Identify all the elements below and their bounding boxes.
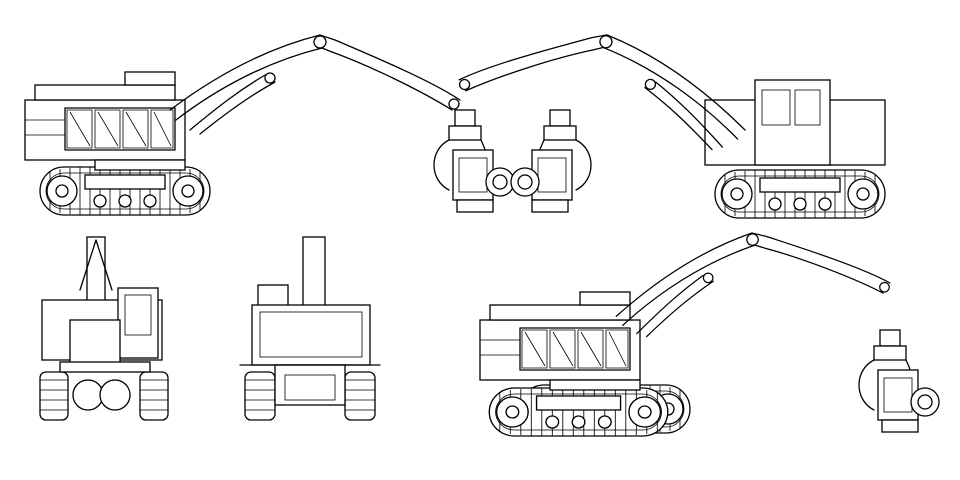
side-view-right [453, 14, 886, 219]
rear-view [239, 236, 381, 421]
front-view [39, 236, 169, 421]
perspective-view [479, 220, 940, 437]
side-view-left [24, 34, 515, 216]
